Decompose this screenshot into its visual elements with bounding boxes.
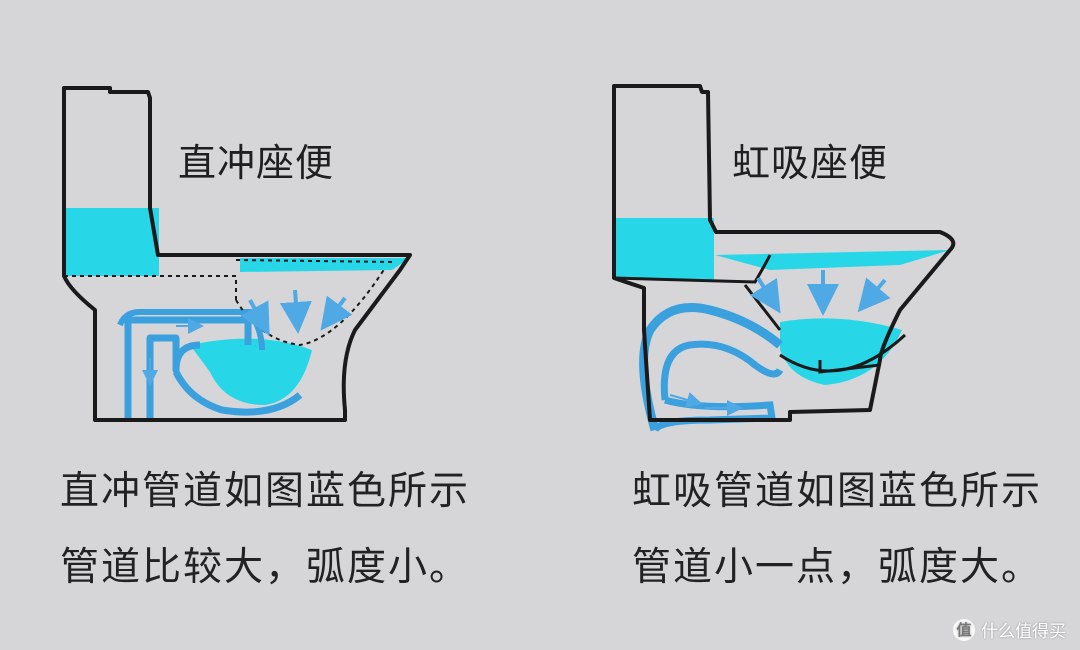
siphon-caption-line2: 管道小一点，弧度大。 (632, 545, 1043, 590)
siphon-pipe-outer (639, 303, 783, 432)
rim-water (715, 250, 950, 270)
flow-arrow (857, 277, 891, 313)
flow-arrow (669, 392, 703, 408)
siphon-title: 虹吸座便 (732, 141, 889, 185)
flow-arrow (279, 289, 312, 334)
toilet-outline (612, 84, 956, 422)
siphon-toilet-diagram (612, 84, 956, 433)
direct-flush-panel: 直冲座便 直冲管道如图蓝色所示 管道比较大，弧度小。 (60, 86, 471, 590)
rim-water (240, 258, 410, 272)
siphon-pipe-inner (660, 340, 784, 401)
direct-flush-toilet-diagram (62, 86, 412, 422)
tank-water (64, 208, 159, 276)
pipe-upper-edge (117, 309, 265, 351)
tank-water (614, 218, 714, 280)
siphon-panel: 虹吸座便 虹吸管道如图蓝色所示 管道小一点，弧度大。 (540, 0, 1080, 650)
flow-arrow (749, 276, 781, 314)
watermark-text: 什么值得买 (981, 622, 1066, 642)
direct-flush-caption-line1: 直冲管道如图蓝色所示 (60, 469, 471, 514)
siphon-pipe-base (651, 396, 777, 433)
siphon-caption-line1: 虹吸管道如图蓝色所示 (632, 469, 1043, 514)
smzdm-logo-icon: 值 (953, 618, 975, 641)
inner-dotted-line (64, 259, 396, 300)
toilet-outline (62, 86, 412, 422)
bowl-pipe-curve (172, 370, 303, 416)
watermark: 值 什么值得买 (953, 617, 1066, 642)
direct-flush-title: 直冲座便 (178, 141, 335, 185)
flow-arrow (320, 295, 353, 331)
bowl-water (190, 338, 312, 405)
direct-flush-caption-line2: 管道比较大，弧度小。 (60, 545, 471, 590)
flow-arrow (240, 299, 270, 337)
